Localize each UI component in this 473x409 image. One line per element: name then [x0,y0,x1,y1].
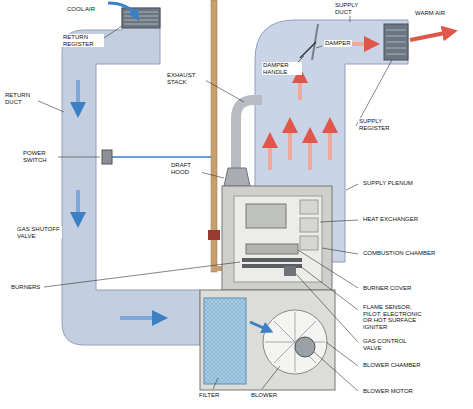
exhaust-stack [236,100,262,172]
leader-lines [36,16,392,391]
part-label: DAMPER HANDLE [262,62,302,75]
cabinet [222,186,332,290]
part-label: BURNERS [10,284,41,291]
blower-motor [295,337,315,357]
part-label: SUPPLY DUCT [334,2,366,15]
gas-shutoff-valve [208,230,220,240]
part-label: SUPPLY PLENUM [362,180,414,187]
part-label: SUPPLY REGISTER [358,118,406,131]
part-label: RETURN DUCT [4,92,38,105]
warm-air-arrow [410,32,450,40]
wire [112,156,211,158]
cool-air-arrow [108,3,136,16]
power-switch [102,150,112,164]
gas-control-valve [284,266,296,276]
part-label: BLOWER MOTOR [362,388,414,395]
supply-register-slats [386,30,406,54]
return-duct [62,8,200,345]
part-label: DRAFT HOOD [170,162,202,175]
draft-hood [224,168,250,186]
filter [204,298,246,384]
return-register [122,8,160,28]
combustion-chamber [234,196,322,282]
part-label: COMBUSTION CHAMBER [362,250,436,257]
part-label: FILTER [198,392,220,399]
blower-cabinet [200,290,335,390]
damper-handle [300,42,316,58]
part-label: POWER SWITCH [22,150,58,163]
part-label: DAMPER [324,40,352,47]
part-label: FLAME SENSOR, PILOT, ELECTRONIC OR HOT S… [362,304,430,330]
part-label: GAS CONTROL VALVE [362,338,414,351]
return-air-arrow [76,190,80,220]
burner-cover [246,244,298,254]
part-label: COOL AIR [66,6,96,13]
blower-vanes [265,312,325,372]
part-label: EXHAUST STACK [166,72,206,85]
part-label: BLOWER [250,392,278,399]
register-slats [124,12,158,24]
control-board [246,204,286,228]
air-arrow [250,322,268,330]
blower [263,310,327,374]
part-label: BURNER COVER [362,285,412,292]
return-air-arrow [120,316,160,320]
part-label: HEAT EXCHANGER [362,216,419,223]
supply-register [384,24,408,60]
part-label: RETURN REGISTER [62,34,104,47]
part-label: BLOWER CHAMBER [362,362,422,369]
heat-exchanger [300,200,318,250]
part-label: WARM AIR [414,10,446,17]
part-label: GAS SHUTOFF VALVE [16,226,62,239]
return-air-arrow [76,80,80,110]
